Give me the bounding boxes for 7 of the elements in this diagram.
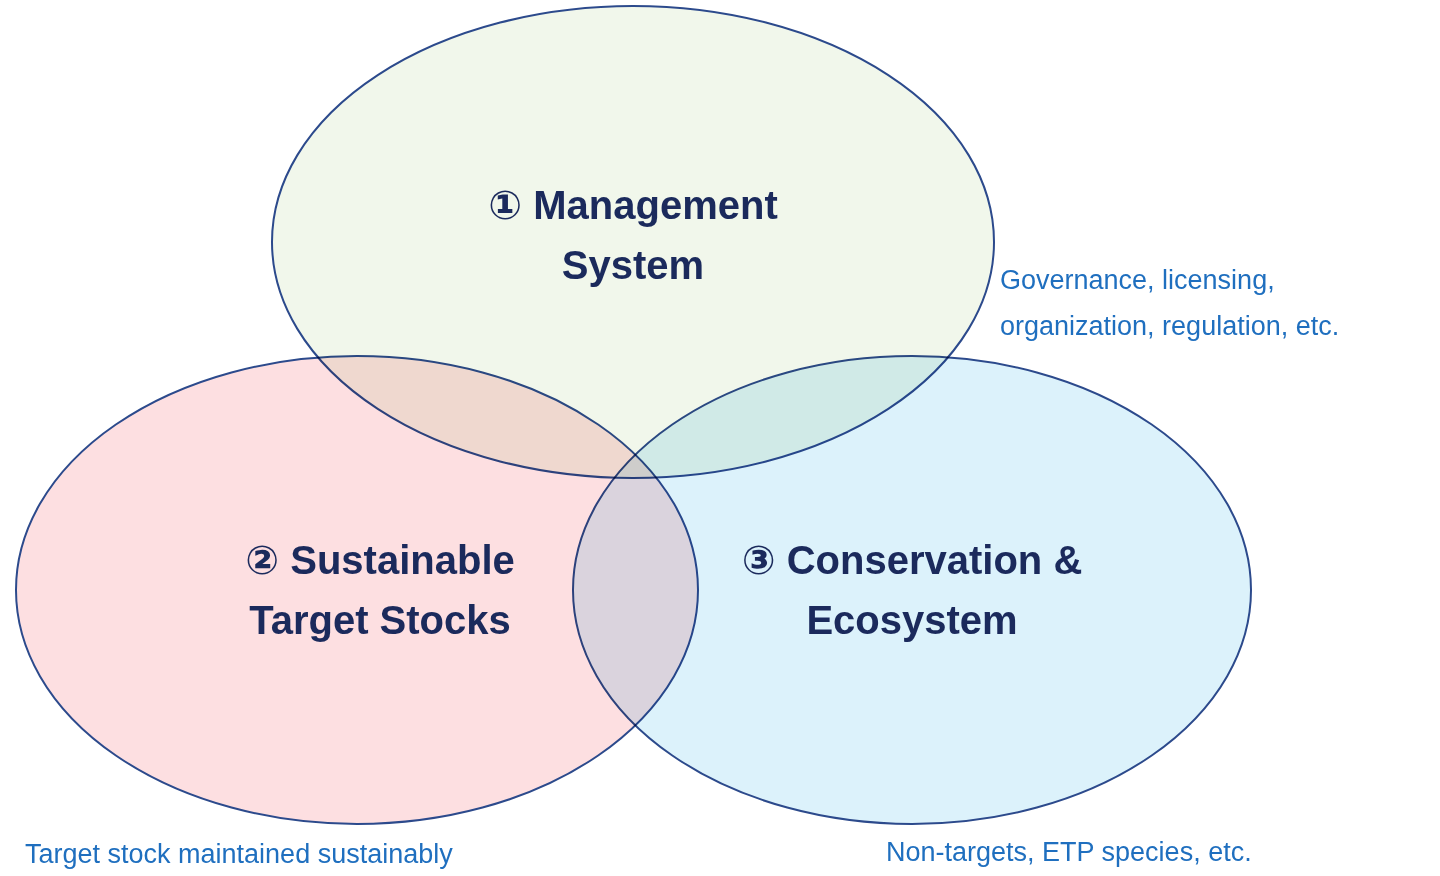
description-text: Target stock maintained sustainably [25,838,454,871]
description-text: Governance, licensing, organization, regulation, etc. [1000,264,1340,343]
circle-label: ① Management System [487,182,779,289]
circle-label: ② Sustainable Target Stocks [244,537,516,644]
circle-label: ③ Conservation & Ecosystem [740,537,1084,644]
description-text: Non-targets, ETP species, etc. [886,836,1253,869]
venn-ellipse [572,355,1252,825]
